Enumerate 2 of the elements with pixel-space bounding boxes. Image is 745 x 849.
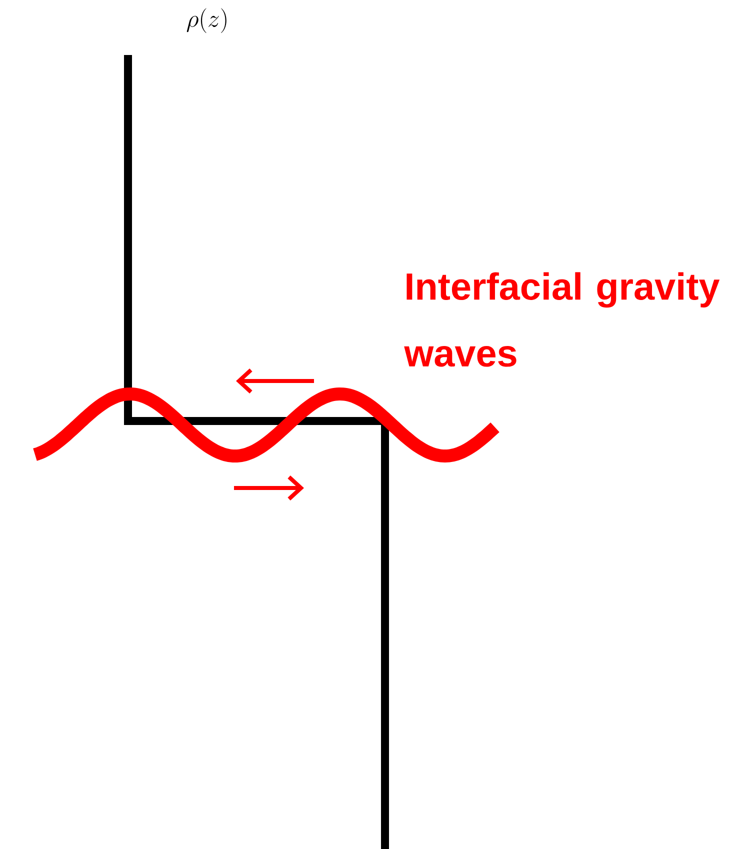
wave-label: Interfacial gravity waves: [404, 272, 720, 367]
formula-label: $\rho(z)$: [186, 8, 226, 33]
